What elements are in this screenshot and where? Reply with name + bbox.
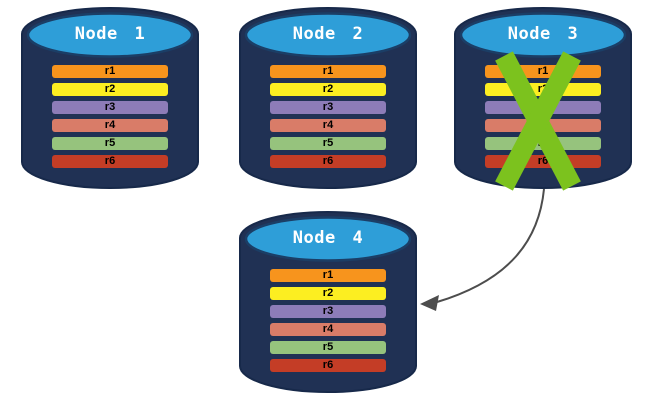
replica-row-r3: r3 (270, 101, 386, 114)
replica-row-r5: r5 (270, 341, 386, 354)
replica-row-r4: r4 (270, 323, 386, 336)
replica-row-r1: r1 (270, 65, 386, 78)
replica-row-label: r3 (104, 101, 116, 113)
replica-rows: r1 r2 r3 r4 r5 r6 (270, 65, 386, 173)
replica-rows: r1 r2 r3 r4 r5 r6 (52, 65, 168, 173)
replica-row-r6: r6 (270, 155, 386, 168)
replica-row-label: r1 (537, 65, 549, 77)
rebalance-arrow (420, 188, 545, 311)
replica-row-label: r4 (322, 119, 334, 131)
replica-rows: r1 r2 r3 r4 r5 r6 (270, 269, 386, 377)
node-1: Node 1 r1 r2 r3 r4 r5 r6 (20, 6, 200, 190)
replica-row-r2: r2 (270, 83, 386, 96)
replica-row-label: r6 (104, 155, 116, 167)
replica-row-label: r4 (322, 323, 334, 335)
replica-row-r2: r2 (270, 287, 386, 300)
replica-row-label: r3 (322, 101, 334, 113)
node-label: Node 4 (292, 228, 364, 248)
node-label: Node 3 (507, 24, 579, 44)
replica-row-r6: r6 (52, 155, 168, 168)
replica-row-label: r2 (104, 83, 116, 95)
replica-row-label: r3 (322, 305, 334, 317)
replica-row-label: r1 (322, 269, 334, 281)
replica-row-label: r2 (322, 287, 334, 299)
replica-row-r5: r5 (270, 137, 386, 150)
replica-row-r5: r5 (52, 137, 168, 150)
replica-row-r6: r6 (270, 359, 386, 372)
node-4: Node 4 r1 r2 r3 r4 r5 r6 (238, 210, 418, 394)
replica-row-r3: r3 (52, 101, 168, 114)
replica-row-label: r1 (104, 65, 116, 77)
replica-row-label: r6 (537, 155, 549, 167)
node-label: Node 2 (292, 24, 364, 44)
replica-row-label: r1 (322, 65, 334, 77)
replica-row-r4: r4 (270, 119, 386, 132)
replica-row-r2: r2 (52, 83, 168, 96)
replica-row-r1: r1 (52, 65, 168, 78)
replica-row-label: r2 (537, 83, 549, 95)
node-label: Node 1 (74, 24, 146, 44)
failure-x-icon (495, 51, 581, 191)
replica-row-label: r4 (104, 119, 116, 131)
replica-row-r3: r3 (270, 305, 386, 318)
node-3: Node 3 r1 r2 r3 r4 r5 r6 (453, 6, 633, 191)
replica-row-label: r5 (322, 341, 334, 353)
replica-row-label: r6 (322, 359, 334, 371)
cylinder-top (244, 12, 412, 58)
replica-row-label: r2 (322, 83, 334, 95)
cylinder-top (244, 216, 412, 262)
cylinder-top (26, 12, 194, 58)
arrow-head (420, 295, 439, 311)
replica-row-r1: r1 (270, 269, 386, 282)
cylinder-top (459, 12, 627, 58)
replica-row-r4: r4 (52, 119, 168, 132)
node-2: Node 2 r1 r2 r3 r4 r5 r6 (238, 6, 418, 190)
replica-row-label: r5 (322, 137, 334, 149)
replica-row-label: r6 (322, 155, 334, 167)
replica-row-label: r5 (104, 137, 116, 149)
arrow-curve (436, 188, 545, 303)
